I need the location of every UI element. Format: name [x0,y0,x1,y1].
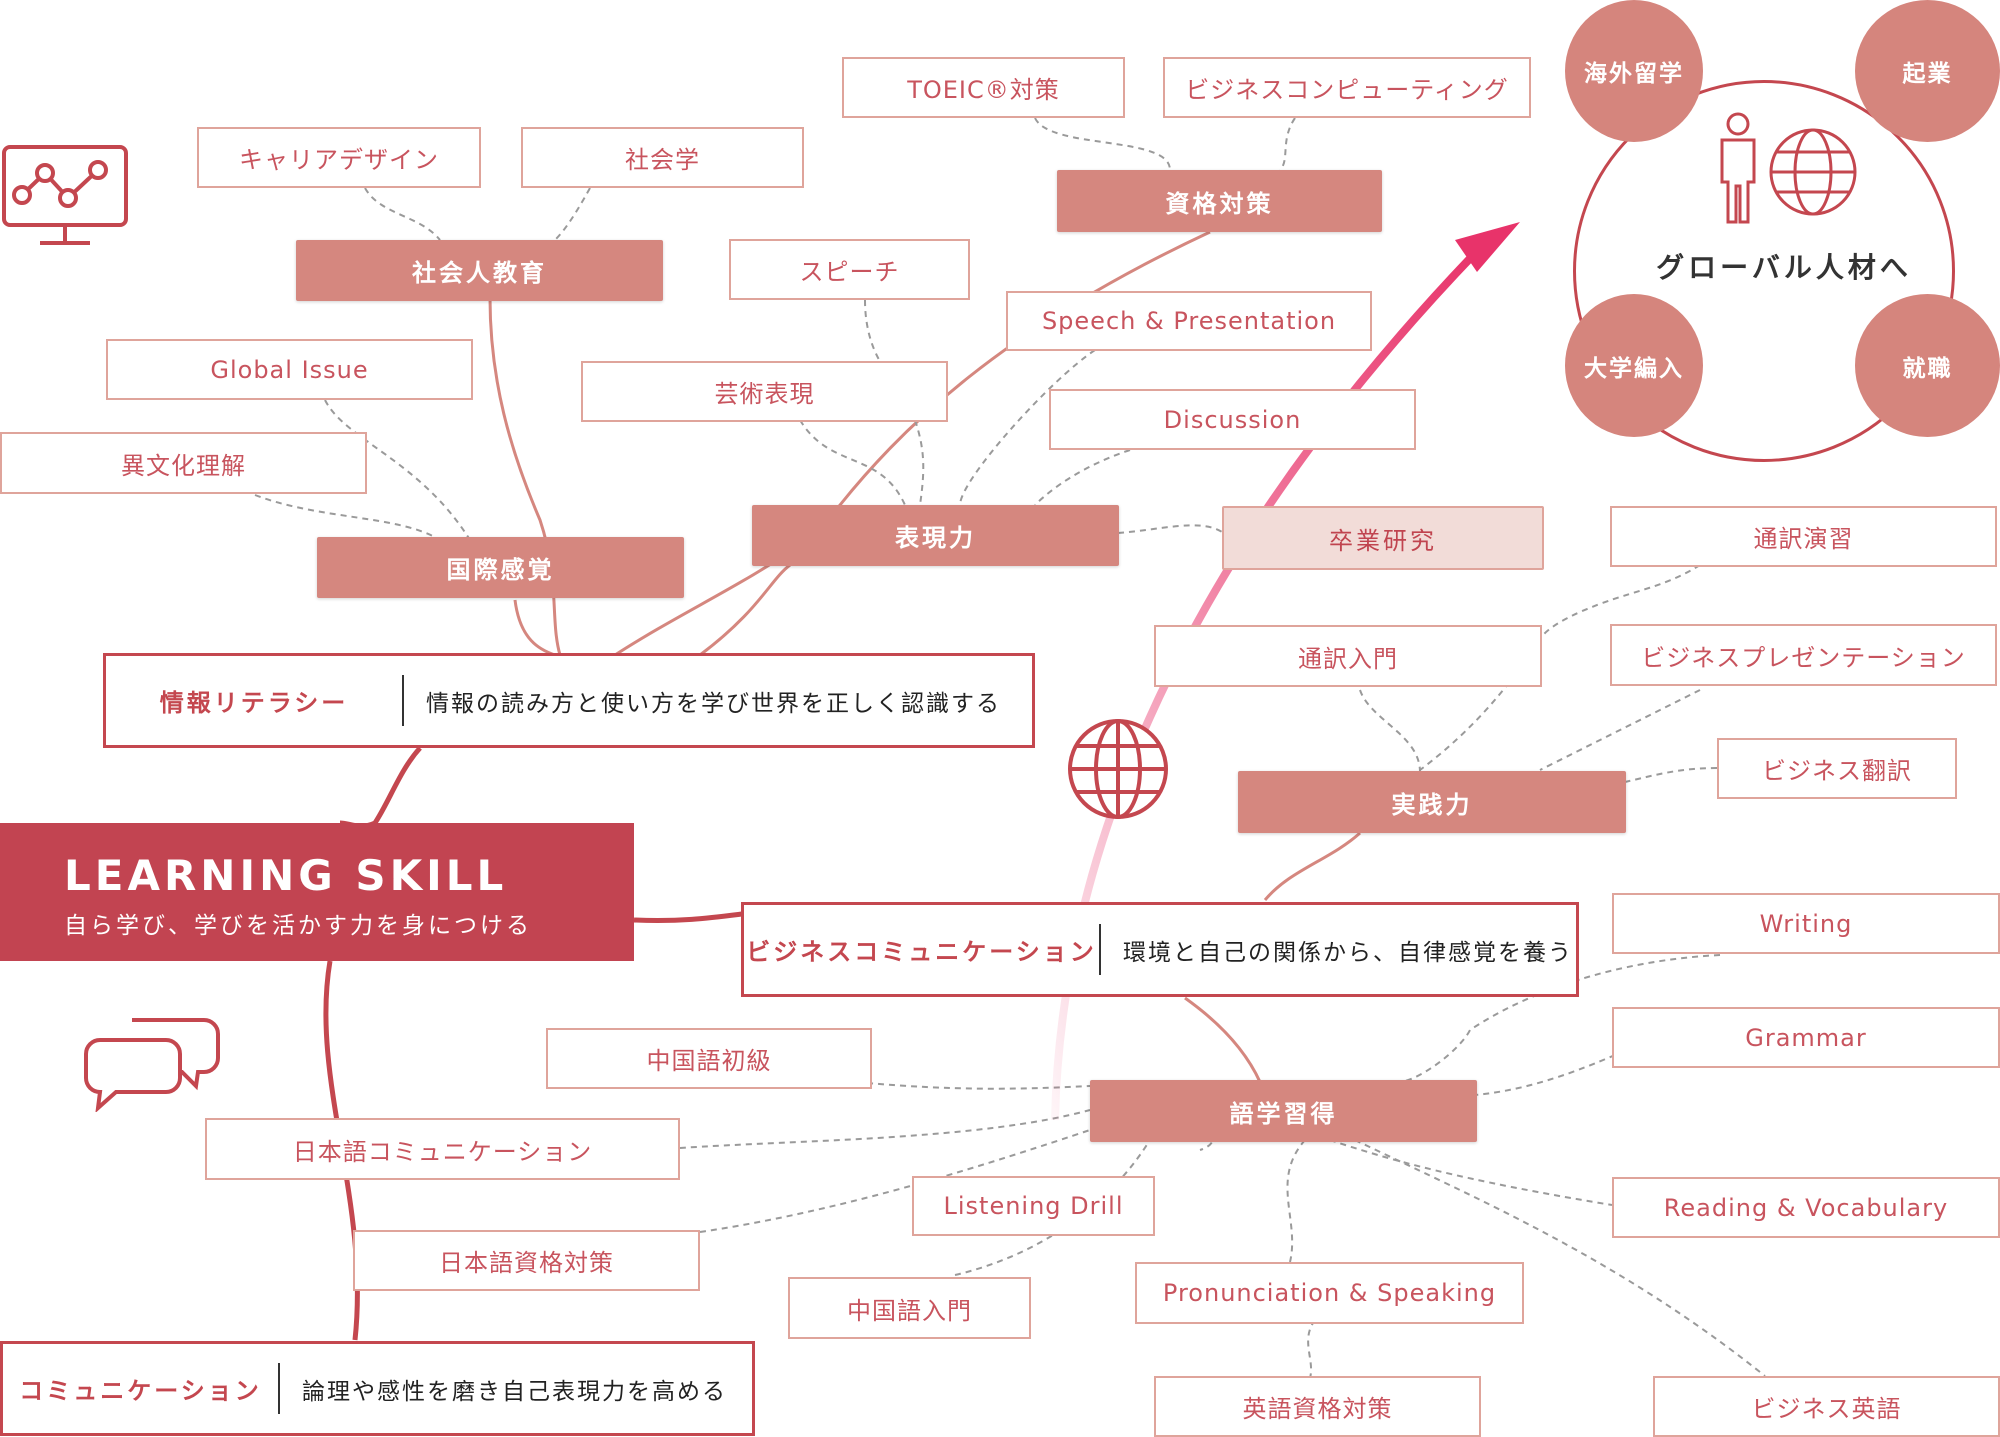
leaf-toeic: TOEIC®対策 [842,57,1125,118]
leaf-japanese-certification: 日本語資格対策 [353,1230,700,1291]
main-subtitle: 自ら学び、学びを活かす力を身につける [64,913,532,939]
learning-skill-main: LEARNING SKILL 自ら学び、学びを活かす力を身につける [0,823,634,961]
branch-business-communication: ビジネスコミュニケーション 環境と自己の関係から、自律感覚を養う [741,902,1579,997]
leaf-speech-presentation: Speech & Presentation [1006,291,1372,351]
branch-title: ビジネスコミュニケーション [746,938,1097,966]
leaf-writing: Writing [1612,893,2000,954]
branch-communication: コミュニケーション 論理や感性を磨き自己表現力を高める [0,1341,755,1436]
leaf-listening-drill: Listening Drill [912,1176,1155,1236]
leaf-speech: スピーチ [729,239,970,300]
leaf-intercultural: 異文化理解 [0,432,367,494]
leaf-discussion: Discussion [1049,389,1416,450]
leaf-japanese-communication: 日本語コミュニケーション [205,1118,680,1180]
leaf-business-translation: ビジネス翻訳 [1717,738,1957,799]
goal-study-abroad: 海外留学 [1565,0,1703,142]
globe-icon [1068,719,1168,819]
leaf-chinese-elementary: 中国語初級 [546,1028,872,1089]
leaf-interpretation-intro: 通訳入門 [1154,625,1542,687]
branch-title: 情報リテラシー [159,689,349,717]
hub-intl-sense: 国際感覚 [317,537,684,598]
main-title: LEARNING SKILL [64,851,508,900]
leaf-sociology: 社会学 [521,127,804,188]
monitor-chart-icon [2,145,128,245]
branch-desc: 環境と自己の関係から、自律感覚を養う [1123,939,1573,966]
leaf-business-presentation: ビジネスプレゼンテーション [1610,624,1997,686]
branch-desc: 情報の読み方と使い方を学び世界を正しく認識する [426,690,1001,717]
leaf-chinese-intro: 中国語入門 [788,1277,1031,1339]
goal-title: グローバル人材へ [1656,251,1912,284]
leaf-business-computing: ビジネスコンピューティング [1163,57,1531,118]
leaf-english-certification: 英語資格対策 [1154,1376,1481,1437]
branch-title: コミュニケーション [19,1377,262,1405]
goal-university-transfer: 大学編入 [1565,294,1703,437]
leaf-interpretation-exercise: 通訳演習 [1610,506,1997,567]
branch-info-literacy: 情報リテラシー 情報の読み方と使い方を学び世界を正しく認識する [103,653,1035,748]
leaf-pronunciation-speaking: Pronunciation & Speaking [1135,1262,1524,1324]
hub-practice: 実践力 [1238,771,1626,833]
leaf-art-expression: 芸術表現 [581,361,948,422]
leaf-reading-vocabulary: Reading & Vocabulary [1612,1177,2000,1238]
leaf-business-english: ビジネス英語 [1653,1376,2000,1437]
hub-language: 語学習得 [1090,1080,1477,1142]
leaf-global-issue: Global Issue [106,339,473,400]
leaf-grammar: Grammar [1612,1007,2000,1068]
branch-desc: 論理や感性を磨き自己表現力を高める [302,1378,727,1405]
hub-social-education: 社会人教育 [296,240,663,301]
person-globe-icon [1720,112,1857,224]
divider [402,674,404,727]
leaf-career-design: キャリアデザイン [197,127,481,188]
divider [278,1362,280,1415]
hub-expression: 表現力 [752,505,1119,566]
goal-employment: 就職 [1855,294,2000,437]
divider [1099,923,1101,976]
hub-certification: 資格対策 [1057,170,1382,232]
chat-bubbles-icon [84,1018,220,1112]
hub-graduation-research: 卒業研究 [1222,506,1544,570]
arrow-icon [1455,222,1520,272]
goal-entrepreneurship: 起業 [1855,0,2000,142]
